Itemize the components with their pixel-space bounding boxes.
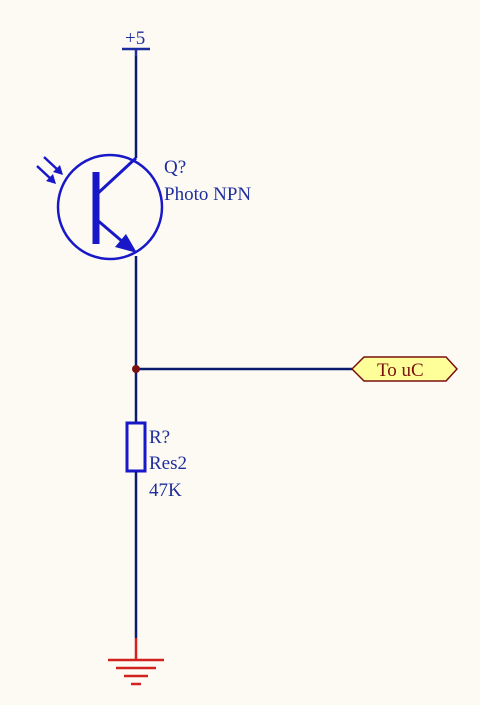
resistor-body [125,421,147,473]
phototransistor[interactable]: Q? Photo NPN [36,153,251,261]
resistor[interactable]: R? Res2 47K [125,421,187,501]
transistor-comment: Photo NPN [164,184,251,205]
light-arrows-icon [36,156,63,184]
ground-icon[interactable] [108,638,164,686]
transistor-collector-lead [94,156,138,197]
junction-dot [132,365,140,373]
port-label: To uC [377,360,424,381]
transistor-designator: Q? [164,157,186,178]
port-to-uc[interactable]: To uC [350,356,459,382]
power-label: +5 [125,28,145,49]
emitter-arrow-icon [115,234,137,253]
resistor-value: 47K [149,480,182,501]
resistor-comment: Res2 [149,453,187,474]
port-shape [350,356,459,382]
resistor-designator: R? [149,427,170,448]
power-port[interactable]: +5 [122,28,150,56]
transistor-body [56,153,164,261]
